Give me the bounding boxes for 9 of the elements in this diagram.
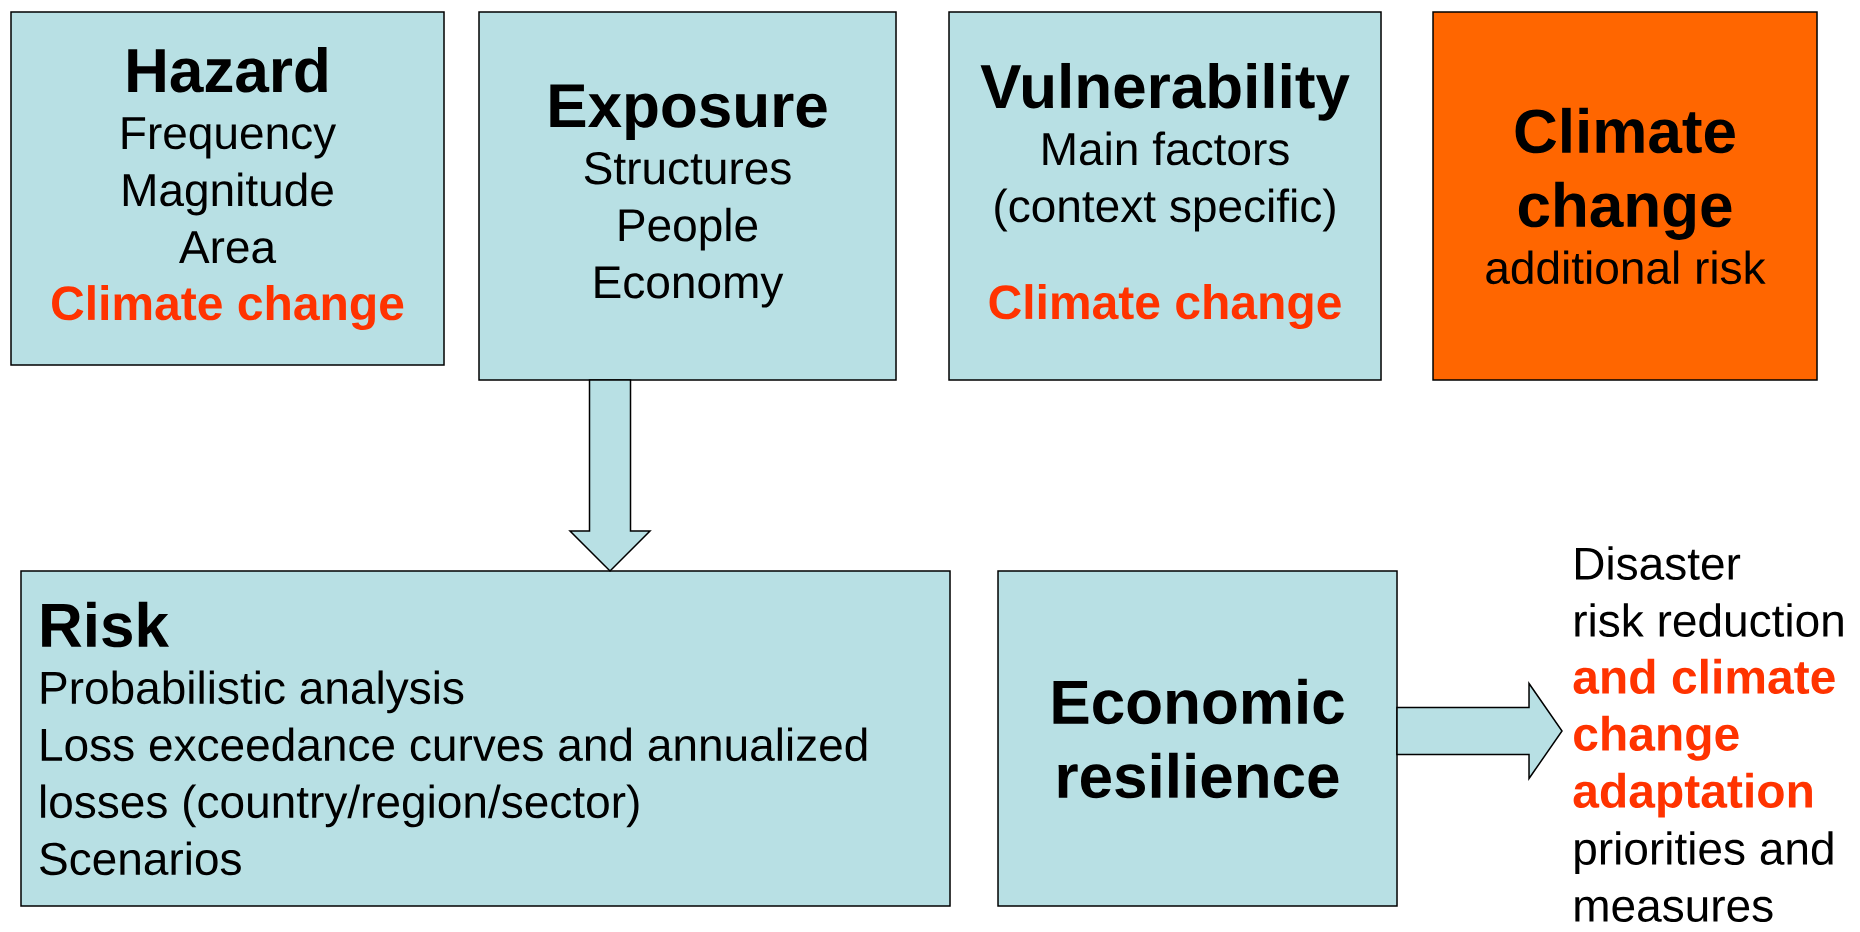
concept-box: Exposure Structures People Economy [478,11,897,381]
block-arrow [568,379,652,573]
note-text: Disaster risk reduction and climate change adaptation priorities and measures [1573,546,1843,922]
concept-box: Vulnerability Main factors (context specific) Climate change [948,11,1382,381]
concept-box: Economic resilience [997,570,1398,907]
concept-box: Risk Probabilistic analysis Loss exceedance curves and annualized losses (country/region/sector) Scenarios [20,570,951,907]
block-arrow [1396,681,1563,781]
highlight-box: Climate change additional risk [1432,11,1818,381]
concept-box: Hazard Frequency Magnitude Area Climate change [10,11,445,366]
